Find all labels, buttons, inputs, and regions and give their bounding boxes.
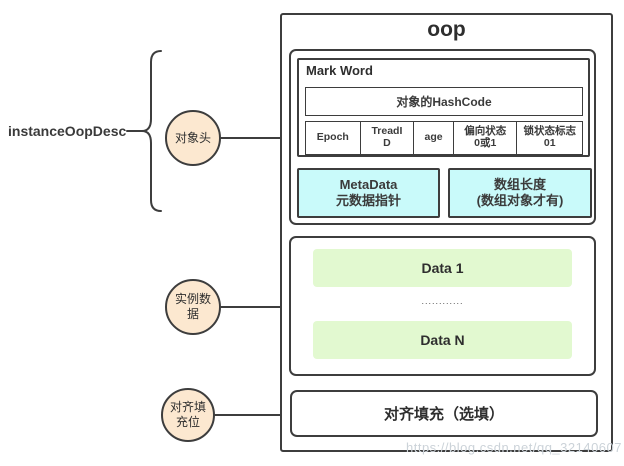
oop-title: oop xyxy=(427,18,466,41)
mark-word-cell-epoch: Epoch xyxy=(306,122,361,154)
object-header-container xyxy=(289,49,596,225)
metadata-pointer-box: MetaData 元数据指针 xyxy=(297,168,440,218)
root-label: instanceOopDesc xyxy=(8,123,127,139)
oop-outer-box xyxy=(280,13,613,452)
node-instance-data: 实例数 据 xyxy=(165,279,221,335)
instance-data-container xyxy=(289,236,596,376)
array-length-box: 数组长度 (数组对象才有) xyxy=(448,168,592,218)
mark-word-cell-threadid: TreadI D xyxy=(361,122,415,154)
node-alignment-padding: 对齐填 充位 xyxy=(161,388,215,442)
mark-word-title: Mark Word xyxy=(306,63,373,78)
watermark: https://blog.csdn.net/qq_32140607 xyxy=(406,440,622,455)
mark-word-bit-fields: Epoch TreadI D age 偏向状态 0或1 锁状态标志 01 xyxy=(305,121,583,155)
mark-word-box xyxy=(297,58,590,157)
node-object-header: 对象头 xyxy=(165,110,221,166)
curly-brace xyxy=(141,50,162,212)
hashcode-box: 对象的HashCode xyxy=(305,87,583,116)
data-n-bar: Data N xyxy=(313,321,572,359)
data-1-bar: Data 1 xyxy=(313,249,572,287)
data-ellipsis: ............ xyxy=(421,296,464,306)
mark-word-cell-lock-flag: 锁状态标志 01 xyxy=(523,125,577,149)
alignment-padding-box: 对齐填充（选填） xyxy=(290,390,598,437)
mark-word-cell-bias-state: 偏向状态 0或1 xyxy=(454,122,518,154)
mark-word-cell-age: age xyxy=(414,122,454,154)
